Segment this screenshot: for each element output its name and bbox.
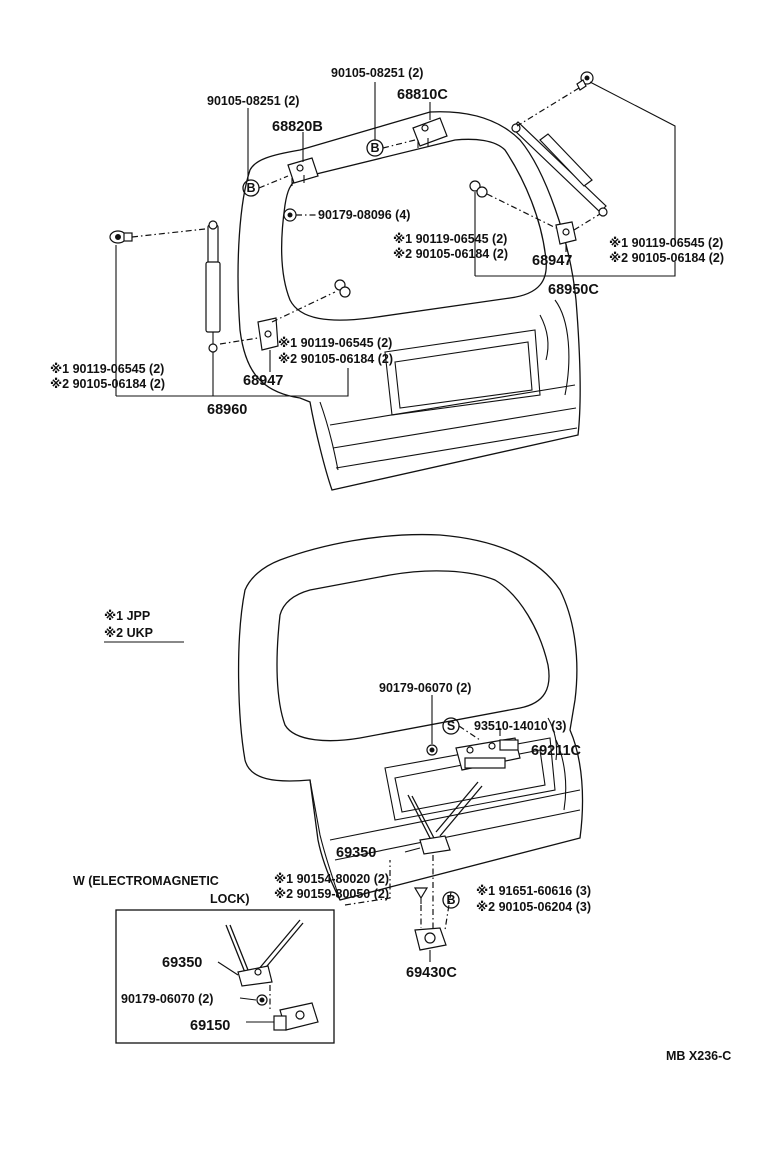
clip-icon[interactable] [426,744,438,756]
svg-text:B: B [446,893,455,907]
label: 90179-08096 (4) [318,208,410,222]
part-number: 69211C [531,743,582,759]
svg-text:B: B [246,181,255,195]
label: ※2 90159-80050 (2) [274,887,389,901]
part-number: 68960 [207,402,247,418]
inset-rod-icon[interactable] [225,919,304,987]
part-number: 69430C [406,965,457,981]
hinge-icon[interactable] [287,157,319,186]
back-door-lower-panel-icon [237,533,584,901]
part-number: 68947 [532,253,572,269]
part-number: 69350 [162,955,202,971]
inset-title: W (ELECTROMAGNETIC [73,874,219,888]
clip-icon[interactable] [256,994,268,1006]
bracket-icon[interactable] [257,317,279,351]
lock-solenoid-icon[interactable] [273,1002,319,1031]
label: ※1 90119-06545 (2) [278,336,392,350]
bracket-icon[interactable] [555,221,577,245]
gas-strut-icon[interactable] [205,220,221,353]
label: 90105-08251 (2) [331,66,423,80]
s-marker-icon: S [442,717,460,735]
hinge-icon[interactable] [412,117,448,148]
part-number: 68950C [548,282,599,298]
part-number: 69150 [190,1018,230,1034]
label: 90105-08251 (2) [207,94,299,108]
lock-rod-icon[interactable] [407,781,483,855]
legend-item: ※1 JPP [104,609,150,623]
b-marker-icon: B [366,139,384,157]
label: ※2 90105-06184 (2) [609,251,724,265]
diagram-code: MB X236-C [666,1049,731,1063]
inset-title: LOCK) [210,892,250,906]
label: ※1 90119-06545 (2) [50,362,164,376]
label: ※2 90105-06184 (2) [50,377,165,391]
inset-box [115,909,335,1044]
label: ※2 90105-06184 (2) [278,352,393,366]
bolt-icon[interactable] [469,180,488,198]
svg-text:B: B [370,141,379,155]
label: 90179-06070 (2) [379,681,471,695]
label: ※1 90154-80020 (2) [274,872,389,886]
label: 93510-14010 (3) [474,719,566,733]
leader-lines-inset [217,961,274,1023]
legend-item: ※2 UKP [104,626,153,640]
svg-text:S: S [447,719,455,733]
clip-icon[interactable] [283,208,297,222]
leader-lines-bottom [104,641,501,962]
label: ※2 90105-06204 (3) [476,900,591,914]
part-number: 69350 [336,845,376,861]
label: ※1 91651-60616 (3) [476,884,591,898]
label: ※1 90119-06545 (2) [609,236,723,250]
label: ※2 90105-06184 (2) [393,247,508,261]
part-number: 68820B [272,119,323,135]
screw-icon[interactable] [413,887,429,904]
bolt-icon[interactable] [109,230,133,244]
leader-lines-top [115,81,676,397]
label: ※1 90119-06545 (2) [393,232,507,246]
latch-icon[interactable] [414,927,447,951]
bolt-icon[interactable] [334,279,351,298]
label: 90179-06070 (2) [121,992,213,1006]
part-number: 68810C [397,87,448,103]
gas-strut-icon[interactable] [511,121,608,217]
door-lock-icon[interactable] [455,737,521,771]
part-number: 68947 [243,373,283,389]
back-door-upper-panel-icon [237,111,581,491]
bolt-icon[interactable] [576,71,594,91]
